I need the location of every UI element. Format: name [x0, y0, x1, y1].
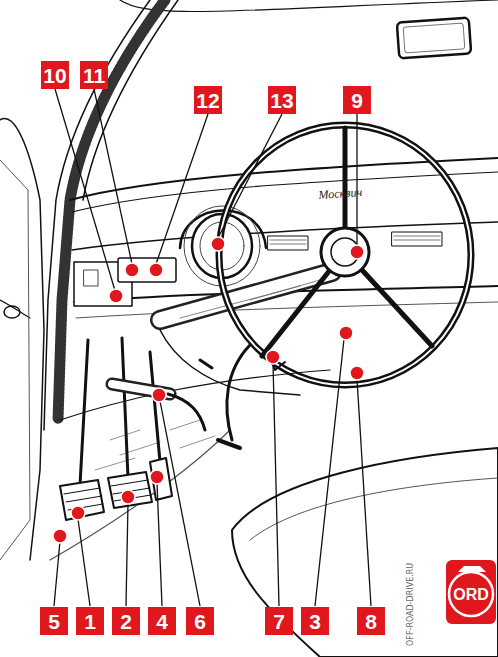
leader-lines	[218, 114, 282, 238]
cabin-lines	[84, 270, 98, 286]
cabin-lines	[268, 236, 308, 250]
cabin-lines	[397, 18, 471, 59]
callout-dots	[211, 237, 225, 251]
cabin-lines	[72, 172, 498, 212]
cabin-lines	[64, 488, 103, 510]
callout-dots	[350, 366, 364, 380]
callout-dots	[152, 388, 166, 402]
callout-dots	[121, 490, 135, 504]
callout-number: 1	[76, 607, 104, 635]
callout-dots	[150, 470, 164, 484]
leader-lines	[54, 541, 60, 606]
cabin-lines	[160, 272, 332, 320]
logo-text: ORD	[447, 587, 495, 603]
cabin-lines	[168, 394, 205, 430]
cabin-lines	[200, 360, 212, 368]
cabin-lines	[227, 345, 250, 440]
leader-lines	[273, 363, 279, 606]
cabin-lines	[4, 306, 20, 318]
leader-lines	[126, 503, 128, 606]
callout-dots	[350, 245, 364, 259]
callout-dots	[53, 237, 364, 543]
cabin-lines	[108, 472, 152, 508]
callout-number: 10	[41, 61, 69, 89]
cabin-lines	[0, 160, 30, 560]
cabin-lines	[60, 480, 104, 520]
callout-dots	[109, 289, 123, 303]
leader-lines	[157, 483, 162, 606]
leader-lines	[54, 89, 371, 606]
callout-number: 2	[112, 607, 140, 635]
callout-dots	[53, 529, 67, 543]
callout-number: 4	[148, 607, 176, 635]
callout-dots	[266, 350, 280, 364]
cabin-lines	[72, 222, 498, 250]
cabin-lines	[0, 118, 44, 560]
leader-lines	[315, 339, 344, 606]
leader-lines	[357, 379, 371, 606]
leader-lines	[55, 89, 116, 294]
watermark: OFF-ROAD-DRIVE.RU	[407, 563, 415, 646]
callout-dots	[149, 263, 163, 277]
cabin-lines	[83, 0, 178, 200]
cabin-lines	[160, 272, 332, 320]
callout-number: 3	[301, 607, 329, 635]
cabin-lines	[232, 448, 498, 657]
cabin-lines	[262, 128, 432, 356]
leader-lines	[356, 114, 357, 245]
cabin-lines	[76, 302, 498, 318]
callout-number: 6	[186, 607, 214, 635]
callout-dots	[125, 263, 139, 277]
callout-dots	[71, 506, 85, 520]
cabin-lines	[0, 300, 30, 318]
callout-number: 7	[265, 607, 293, 635]
cabin-lines	[50, 430, 230, 560]
callout-number: 12	[194, 86, 222, 114]
cabin-lines	[80, 338, 160, 485]
cabin-lines	[392, 232, 442, 246]
callout-number: 5	[40, 607, 68, 635]
callout-number: 9	[343, 86, 371, 114]
callout-dots	[339, 326, 353, 340]
logo-badge	[446, 560, 496, 624]
leader-lines	[160, 401, 200, 606]
dashboard-emblem: Москвич	[318, 185, 363, 203]
cabin-lines	[321, 228, 369, 276]
callout-number: 8	[357, 607, 385, 635]
cabin-lines	[60, 370, 330, 420]
leader-lines	[94, 89, 132, 264]
callout-number: 13	[268, 86, 296, 114]
leader-lines	[156, 114, 208, 264]
cabin-lines	[218, 440, 240, 448]
cabin-lines	[403, 23, 465, 53]
cabin-lines	[250, 478, 498, 540]
logo-badge	[458, 566, 486, 572]
callout-number: 11	[80, 61, 108, 89]
cabin-lines	[150, 458, 172, 500]
logo-badge	[446, 560, 496, 624]
cabin-lines	[118, 258, 176, 282]
leader-lines	[78, 519, 90, 606]
